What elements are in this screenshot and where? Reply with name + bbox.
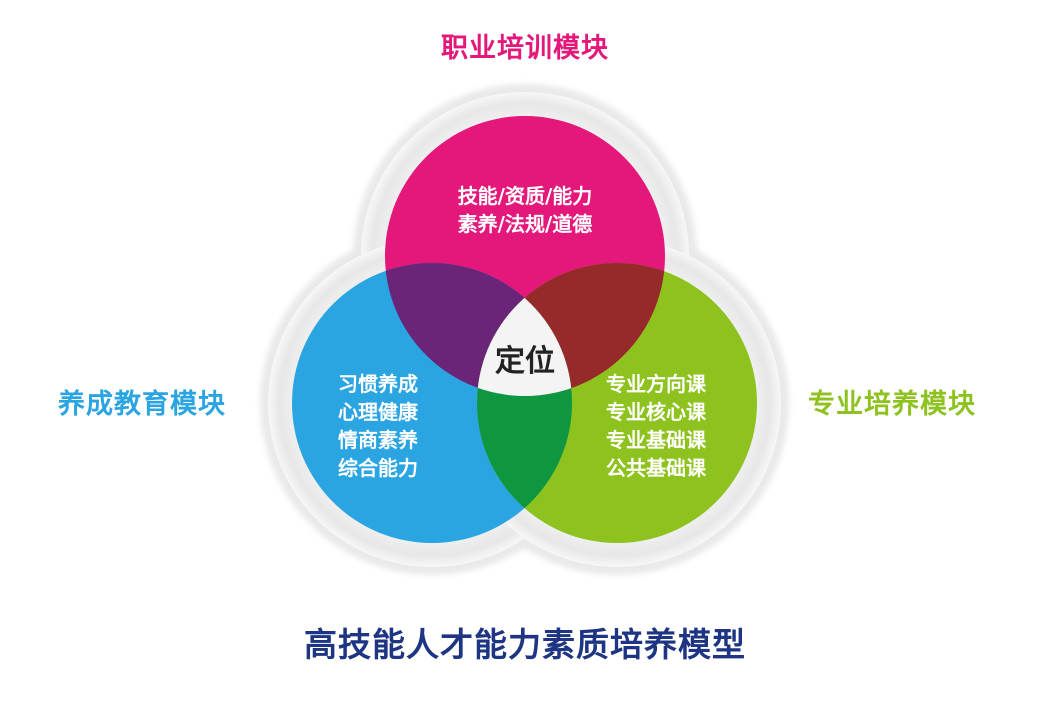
- circle-left-line: 习惯养成: [338, 372, 418, 396]
- diagram-title: 高技能人才能力素质培养模型: [304, 625, 746, 664]
- center-label: 定位: [495, 344, 555, 379]
- circle-right-line: 专业核心课: [606, 400, 706, 424]
- module-label-right: 专业培养模块: [808, 389, 976, 420]
- circle-left-text: 习惯养成 心理健康 情商素养 综合能力: [338, 370, 418, 482]
- circle-right-line: 公共基础课: [606, 456, 706, 480]
- module-label-left: 养成教育模块: [58, 389, 226, 420]
- circle-top-line: 素养/法规/道德: [457, 212, 593, 236]
- circle-left-line: 综合能力: [338, 456, 418, 480]
- overlap-center: [477, 263, 572, 396]
- circle-left-line: 情商素养: [338, 428, 418, 452]
- circle-right-line: 专业方向课: [606, 372, 706, 396]
- circle-top-text: 技能/资质/能力 素养/法规/道德: [420, 182, 630, 238]
- module-label-top: 职业培训模块: [441, 33, 609, 64]
- circle-left-line: 心理健康: [338, 400, 418, 424]
- venn-circles: [292, 116, 757, 543]
- circle-right-line: 专业基础课: [606, 428, 706, 452]
- circle-top-line: 技能/资质/能力: [457, 184, 593, 208]
- circle-right-text: 专业方向课 专业核心课 专业基础课 公共基础课: [606, 370, 706, 482]
